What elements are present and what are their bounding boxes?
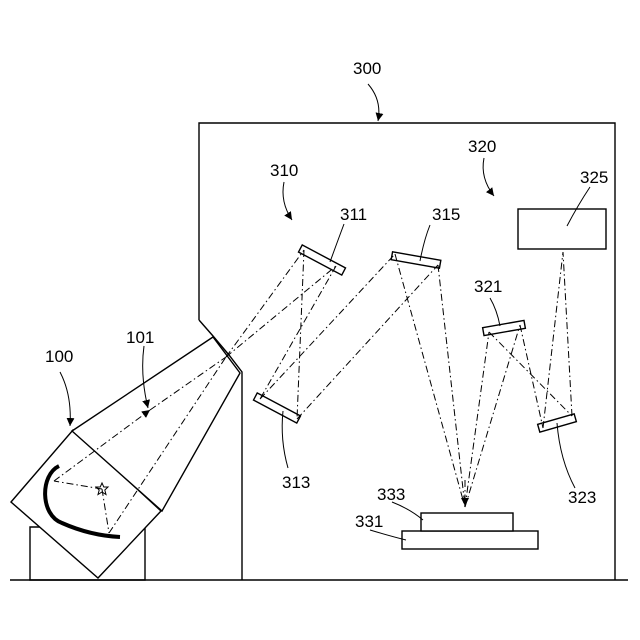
leader-320 xyxy=(483,158,494,196)
label-101: 101 xyxy=(126,328,154,347)
leader-100 xyxy=(60,372,70,426)
stage-331 xyxy=(402,531,538,549)
leader-300 xyxy=(368,84,379,121)
leader-333 xyxy=(392,502,423,520)
light-source-100 xyxy=(11,337,240,580)
label-313: 313 xyxy=(282,473,310,492)
sample-333 xyxy=(421,513,513,531)
label-323: 323 xyxy=(568,488,596,507)
label-300: 300 xyxy=(353,59,381,78)
leader-315 xyxy=(420,225,430,261)
detector-325 xyxy=(518,209,606,249)
label-320: 320 xyxy=(468,137,496,156)
mirror-315 xyxy=(391,252,441,268)
leader-321 xyxy=(490,298,500,326)
leader-311 xyxy=(330,224,344,262)
label-331: 331 xyxy=(355,512,383,531)
mirror-311 xyxy=(298,245,345,275)
leader-313 xyxy=(282,411,288,468)
label-333: 333 xyxy=(377,485,405,504)
leader-323 xyxy=(557,423,575,488)
label-310: 310 xyxy=(270,161,298,180)
label-315: 315 xyxy=(432,205,460,224)
leader-310 xyxy=(283,182,292,220)
label-321: 321 xyxy=(474,277,502,296)
label-325: 325 xyxy=(580,168,608,187)
leader-331 xyxy=(370,530,406,540)
label-100: 100 xyxy=(45,347,73,366)
housing-300 xyxy=(199,123,615,580)
label-311: 311 xyxy=(340,205,367,224)
